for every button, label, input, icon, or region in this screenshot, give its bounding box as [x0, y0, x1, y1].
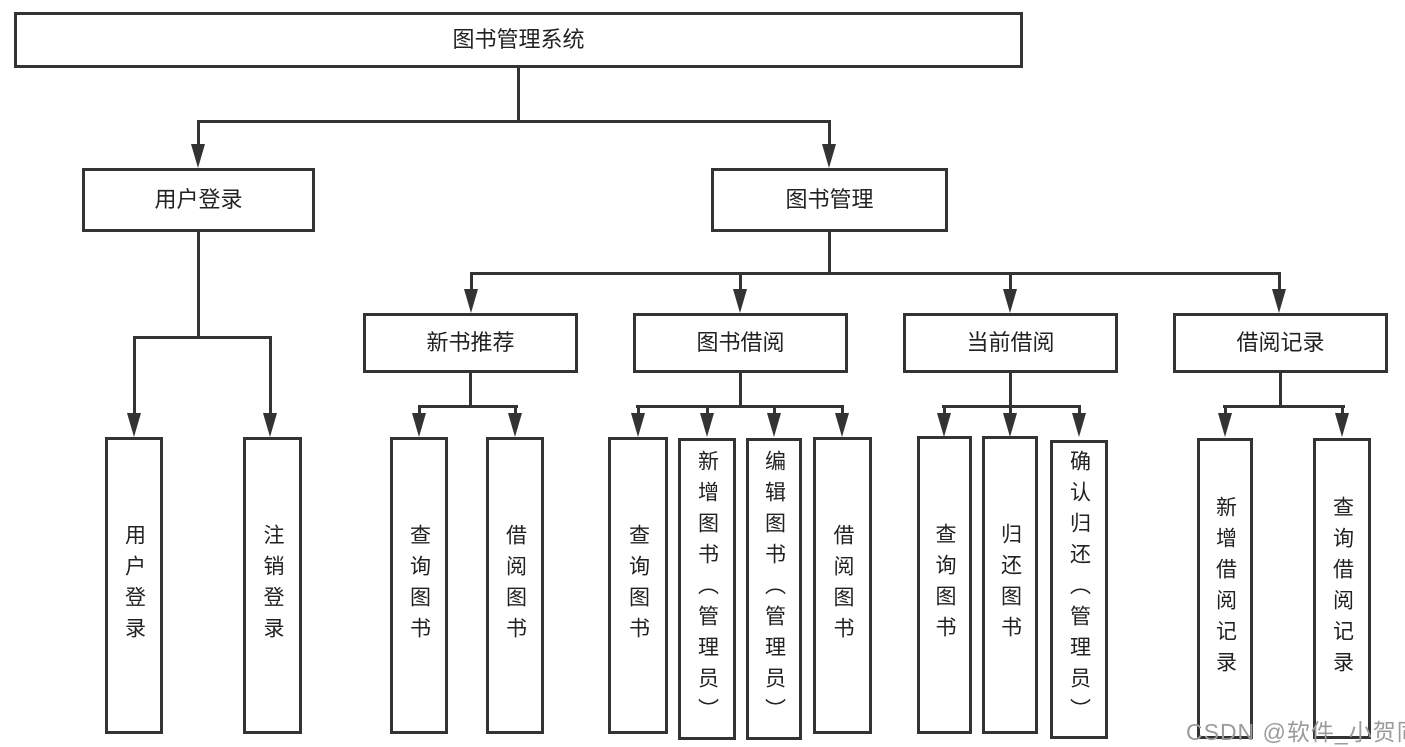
connector-line: [269, 336, 272, 413]
node-borrowing-borrow-books: 借阅图书: [813, 437, 872, 734]
connector-line: [828, 120, 831, 146]
node-logout-action: 注销登录: [243, 437, 302, 734]
node-current-query-books: 查询图书: [917, 436, 972, 734]
node-label: 查询图书: [933, 523, 956, 647]
arrow-down-icon: [1072, 413, 1086, 437]
connector-line: [1009, 405, 1012, 415]
watermark: CSDN @软件_小贺同学: [1186, 719, 1405, 745]
node-recommend-query-books: 查询图书: [390, 437, 448, 734]
connector-line: [739, 272, 742, 290]
node-borrowing-edit-books-admin: 编辑图书（管理员）: [746, 438, 802, 740]
node-label: 用户登录: [154, 186, 243, 212]
node-library-management-system: 图书管理系统: [14, 12, 1023, 68]
connector-line: [197, 232, 200, 338]
node-borrowing-records: 借阅记录: [1173, 313, 1388, 373]
connector-line: [636, 405, 844, 408]
arrow-down-icon: [1335, 413, 1349, 437]
node-records-query-borrow-record: 查询借阅记录: [1313, 438, 1371, 739]
connector-line: [637, 405, 640, 415]
node-label: 新书推荐: [426, 329, 515, 355]
connector-line: [133, 336, 136, 413]
node-borrowing-query-books: 查询图书: [608, 437, 668, 734]
arrow-down-icon: [767, 413, 781, 437]
arrow-down-icon: [733, 289, 747, 313]
connector-line: [197, 120, 831, 123]
arrow-down-icon: [263, 413, 277, 437]
connector-line: [1279, 371, 1282, 407]
connector-line: [197, 120, 200, 146]
arrow-down-icon: [464, 289, 478, 313]
arrow-down-icon: [412, 413, 426, 437]
connector-line: [517, 68, 520, 120]
node-label: 借阅图书: [503, 523, 527, 648]
node-label: 查询图书: [626, 523, 650, 648]
connector-line: [773, 405, 776, 415]
arrow-down-icon: [1003, 413, 1017, 437]
connector-line: [1341, 405, 1344, 415]
connector-line: [418, 405, 518, 408]
node-user-login-branch: 用户登录: [82, 168, 315, 232]
arrow-down-icon: [508, 413, 522, 437]
connector-line: [470, 272, 1281, 275]
connector-line: [133, 336, 272, 339]
node-label: 用户登录: [122, 523, 146, 648]
node-book-management: 图书管理: [711, 168, 948, 232]
node-label: 图书管理系统: [452, 26, 585, 52]
node-label: 编辑图书（管理员）: [762, 449, 786, 729]
node-label: 新增借阅记录: [1213, 495, 1237, 682]
node-label: 查询图书: [407, 523, 431, 648]
connector-line: [514, 405, 517, 415]
connector-line: [418, 405, 421, 415]
connector-line: [739, 371, 742, 407]
node-new-book-recommendation: 新书推荐: [363, 313, 578, 373]
connector-line: [706, 405, 709, 415]
node-label: 新增图书（管理员）: [695, 449, 719, 729]
node-current-borrowing: 当前借阅: [903, 313, 1118, 373]
arrow-down-icon: [835, 413, 849, 437]
connector-line: [1224, 405, 1227, 415]
connector-line: [470, 272, 473, 290]
node-book-borrowing: 图书借阅: [633, 313, 848, 373]
arrow-down-icon: [191, 144, 205, 168]
arrow-down-icon: [127, 413, 141, 437]
connector-line: [943, 405, 946, 415]
node-label: 查询借阅记录: [1330, 495, 1354, 682]
node-current-confirm-return-admin: 确认归还（管理员）: [1050, 440, 1108, 739]
arrow-down-icon: [1218, 413, 1232, 437]
connector-line: [1078, 405, 1081, 415]
connector-line: [1223, 405, 1345, 408]
node-recommend-borrow-books: 借阅图书: [486, 437, 544, 734]
node-label: 确认归还（管理员）: [1067, 450, 1091, 729]
node-label: 当前借阅: [966, 329, 1055, 355]
node-label: 图书借阅: [696, 329, 785, 355]
arrow-down-icon: [631, 413, 645, 437]
arrow-down-icon: [1003, 289, 1017, 313]
connector-line: [1009, 371, 1012, 407]
arrow-down-icon: [937, 413, 951, 437]
connector-line: [841, 405, 844, 415]
node-records-add-borrow-record: 新增借阅记录: [1197, 438, 1253, 739]
node-label: 注销登录: [261, 523, 284, 648]
node-borrowing-add-books-admin: 新增图书（管理员）: [678, 438, 736, 740]
connector-line: [1009, 272, 1012, 290]
node-user-login-action: 用户登录: [105, 437, 163, 734]
connector-line: [828, 232, 831, 274]
arrow-down-icon: [700, 413, 714, 437]
node-label: 归还图书: [998, 523, 1022, 647]
arrow-down-icon: [1272, 289, 1286, 313]
node-label: 借阅记录: [1236, 329, 1325, 355]
node-current-return-books: 归还图书: [982, 436, 1038, 734]
node-label: 借阅图书: [831, 523, 854, 648]
arrow-down-icon: [822, 144, 836, 168]
connector-line: [469, 371, 472, 407]
connector-line: [1278, 272, 1281, 290]
node-label: 图书管理: [785, 186, 874, 212]
